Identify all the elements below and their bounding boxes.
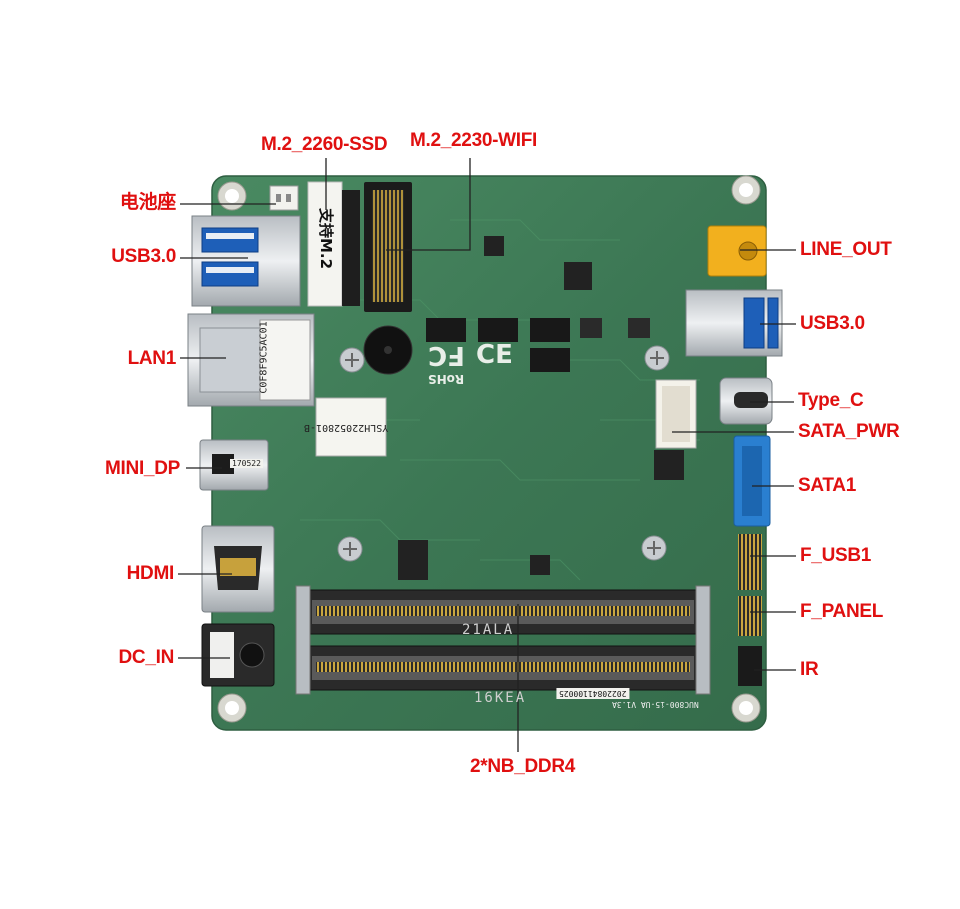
pin-headers bbox=[738, 534, 762, 686]
label-ir: IR bbox=[800, 659, 819, 680]
board-code-text: YSLH22052801-B bbox=[304, 422, 389, 433]
label-usb-left: USB3.0 bbox=[111, 246, 176, 267]
usb-right-port bbox=[685, 289, 783, 357]
minidp-code-text: 170522 bbox=[230, 459, 263, 468]
label-m2-ssd: M.2_2260-SSD bbox=[261, 134, 388, 155]
label-line-out: LINE_OUT bbox=[800, 239, 892, 260]
sata1-connector bbox=[733, 435, 771, 527]
label-dc-in: DC_IN bbox=[118, 647, 174, 668]
hdmi-port bbox=[201, 525, 275, 613]
label-usb-right: USB3.0 bbox=[800, 313, 865, 334]
label-sata-pwr: SATA_PWR bbox=[798, 421, 900, 442]
model-text: NUC800-i5-UA V1.3A bbox=[612, 700, 699, 709]
label-battery: 电池座 bbox=[119, 192, 176, 213]
ddr-bottom-mark: 16KEA bbox=[474, 690, 527, 706]
label-f-usb1: F_USB1 bbox=[800, 545, 872, 566]
mounting-holes bbox=[217, 175, 761, 723]
label-minidp: MINI_DP bbox=[105, 458, 180, 479]
m2-wifi-slot bbox=[364, 182, 412, 312]
sata-pwr-connector bbox=[655, 379, 697, 449]
ce-mark: CE bbox=[476, 340, 513, 370]
label-f-panel: F_PANEL bbox=[800, 601, 884, 622]
battery-connector bbox=[269, 185, 299, 211]
rohs-mark: RoHS bbox=[428, 372, 465, 386]
chips bbox=[315, 236, 684, 580]
serial-text: 20220841100025 bbox=[556, 688, 630, 699]
ddr4-slots bbox=[295, 585, 711, 695]
m2-ssd-slot bbox=[307, 181, 360, 307]
lan-port bbox=[187, 313, 315, 407]
label-ddr: 2*NB_DDR4 bbox=[470, 756, 576, 777]
label-hdmi: HDMI bbox=[126, 563, 175, 584]
label-m2-wifi: M.2_2230-WIFI bbox=[410, 130, 538, 151]
label-type-c: Type_C bbox=[798, 390, 864, 411]
line-out-jack bbox=[707, 225, 767, 277]
type-c-port bbox=[719, 377, 773, 425]
lan-code-text: C0F8F9C5AC01 bbox=[258, 321, 270, 394]
label-sata1: SATA1 bbox=[798, 475, 856, 496]
dc-in-jack bbox=[201, 623, 275, 687]
usb-left-port bbox=[191, 215, 301, 307]
fc-mark: FC bbox=[428, 340, 465, 370]
leader-m2-wifi bbox=[386, 158, 471, 251]
m2-sticker-text: 支持M.2 bbox=[317, 207, 336, 270]
ddr-top-mark: 21ALA bbox=[462, 622, 515, 638]
leader-lines bbox=[178, 158, 796, 752]
label-lan: LAN1 bbox=[127, 348, 177, 369]
